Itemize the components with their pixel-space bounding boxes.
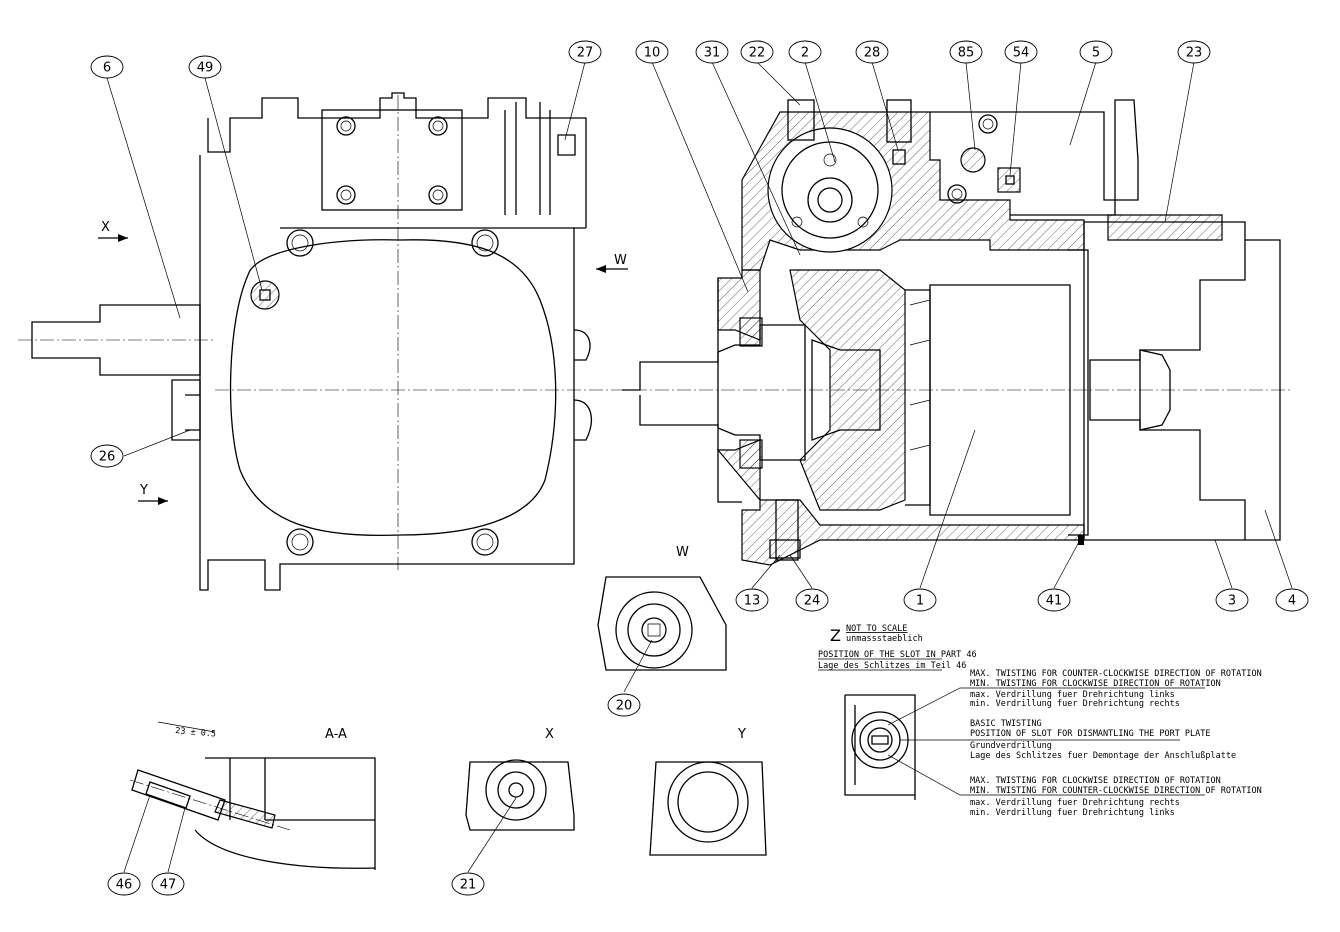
detail-z-letter: Z [830, 626, 841, 645]
view-x: X [465, 727, 575, 831]
balloon-54: 54 [1004, 40, 1038, 64]
balloon-46: 46 [107, 872, 141, 896]
balloon-85: 85 [949, 40, 983, 64]
balloon-label: 26 [99, 450, 116, 465]
balloon-22: 22 [740, 40, 774, 64]
svg-text:min. Verdrillung fuer Drehrich: min. Verdrillung fuer Drehrichtung links [970, 808, 1175, 818]
balloon-28: 28 [855, 40, 889, 64]
balloon-label: 1 [916, 594, 924, 609]
svg-text:POSITION OF SLOT FOR DISMANTLI: POSITION OF SLOT FOR DISMANTLING THE POR… [970, 729, 1211, 739]
balloon-31: 31 [695, 40, 729, 64]
balloon-label: 27 [577, 46, 594, 61]
view-w: W [597, 545, 727, 671]
balloon-24: 24 [795, 588, 829, 612]
detail-z-scale-en: NOT TO SCALE [846, 624, 907, 634]
detail-z-scale-de: unmassstaeblich [846, 634, 923, 644]
svg-text:MIN. TWISTING FOR COUNTER-CLOC: MIN. TWISTING FOR COUNTER-CLOCKWISE DIRE… [970, 786, 1262, 796]
balloon-47: 47 [151, 872, 185, 896]
balloon-label: 28 [864, 46, 881, 61]
balloon-10: 10 [635, 40, 669, 64]
balloon-label: 20 [616, 699, 633, 714]
svg-text:MIN. TWISTING FOR CLOCKWISE DI: MIN. TWISTING FOR CLOCKWISE DIRECTION OF… [970, 679, 1221, 689]
balloon-label: 46 [116, 878, 133, 893]
svg-text:max. Verdrillung fuer Drehrich: max. Verdrillung fuer Drehrichtung links [970, 690, 1175, 700]
balloon-label: 24 [804, 594, 821, 609]
balloon-label: 13 [744, 594, 761, 609]
view-x-label: X [545, 727, 554, 742]
balloon-1: 1 [903, 588, 937, 612]
detail-z-title-en: POSITION OF THE SLOT IN PART 46 [818, 650, 977, 660]
view-y-label: Y [737, 727, 746, 742]
balloon-2: 2 [788, 40, 822, 64]
balloon-21: 21 [451, 872, 485, 896]
detail-z-title-de: Lage des Schlitzes im Teil 46 [818, 661, 966, 671]
balloon-label: 3 [1228, 594, 1236, 609]
arrow-x-label: X [101, 220, 110, 235]
balloon-label: 54 [1013, 46, 1030, 61]
balloon-label: 5 [1092, 46, 1100, 61]
balloon-27: 27 [568, 40, 602, 64]
twist-notes-min: MAX. TWISTING FOR CLOCKWISE DIRECTION OF… [970, 776, 1262, 818]
svg-text:max. Verdrillung fuer Drehrich: max. Verdrillung fuer Drehrichtung recht… [970, 798, 1180, 808]
balloon-label: 22 [749, 46, 766, 61]
svg-text:MAX. TWISTING FOR CLOCKWISE DI: MAX. TWISTING FOR CLOCKWISE DIRECTION OF… [970, 776, 1221, 786]
svg-text:BASIC TWISTING: BASIC TWISTING [970, 719, 1042, 729]
svg-text:min. Verdrillung fuer Drehrich: min. Verdrillung fuer Drehrichtung recht… [970, 699, 1180, 709]
twist-notes-max: MAX. TWISTING FOR COUNTER-CLOCKWISE DIRE… [970, 669, 1262, 709]
balloon-41: 41 [1037, 588, 1071, 612]
balloon-label: 21 [460, 878, 477, 893]
detail-z: Z NOT TO SCALE unmassstaeblich POSITION … [818, 624, 1262, 818]
side-view [18, 92, 1290, 591]
balloon-label: 4 [1288, 594, 1296, 609]
svg-text:Grundverdrillung: Grundverdrillung [970, 741, 1052, 751]
leader-lines [106, 61, 1293, 873]
view-arrows: X Y W [98, 220, 628, 505]
balloon-label: 31 [704, 46, 721, 61]
view-w-label: W [676, 545, 689, 560]
balloon-49: 49 [188, 55, 222, 79]
balloon-23: 23 [1177, 40, 1211, 64]
balloon-3: 3 [1215, 588, 1249, 612]
balloon-label: 41 [1046, 594, 1063, 609]
balloon-label: 85 [958, 46, 975, 61]
svg-text:MAX. TWISTING FOR COUNTER-CLOC: MAX. TWISTING FOR COUNTER-CLOCKWISE DIRE… [970, 669, 1262, 679]
balloon-5: 5 [1079, 40, 1113, 64]
view-y: Y [649, 727, 767, 856]
balloon-label: 10 [644, 46, 661, 61]
arrow-w-label: W [614, 253, 627, 268]
balloon-label: 47 [160, 878, 177, 893]
balloon-26: 26 [90, 444, 124, 468]
svg-text:Lage des Schlitzes fuer Demont: Lage des Schlitzes fuer Demontage der An… [970, 751, 1236, 761]
arrow-y-label: Y [139, 483, 148, 498]
balloon-label: 23 [1186, 46, 1203, 61]
balloon-20: 20 [607, 693, 641, 717]
balloon-6: 6 [90, 55, 124, 79]
section-a-a: A-A 23 ± 0.5 [129, 721, 376, 870]
section-view [622, 99, 1281, 566]
balloon-label: 49 [197, 61, 214, 76]
dimension-label: 23 ± 0.5 [175, 726, 217, 740]
balloon-label: 2 [801, 46, 809, 61]
balloon-4: 4 [1275, 588, 1309, 612]
section-a-a-label: A-A [325, 727, 347, 742]
balloon-13: 13 [735, 588, 769, 612]
balloon-label: 6 [103, 61, 111, 76]
twist-notes-basic: BASIC TWISTING POSITION OF SLOT FOR DISM… [970, 719, 1236, 761]
